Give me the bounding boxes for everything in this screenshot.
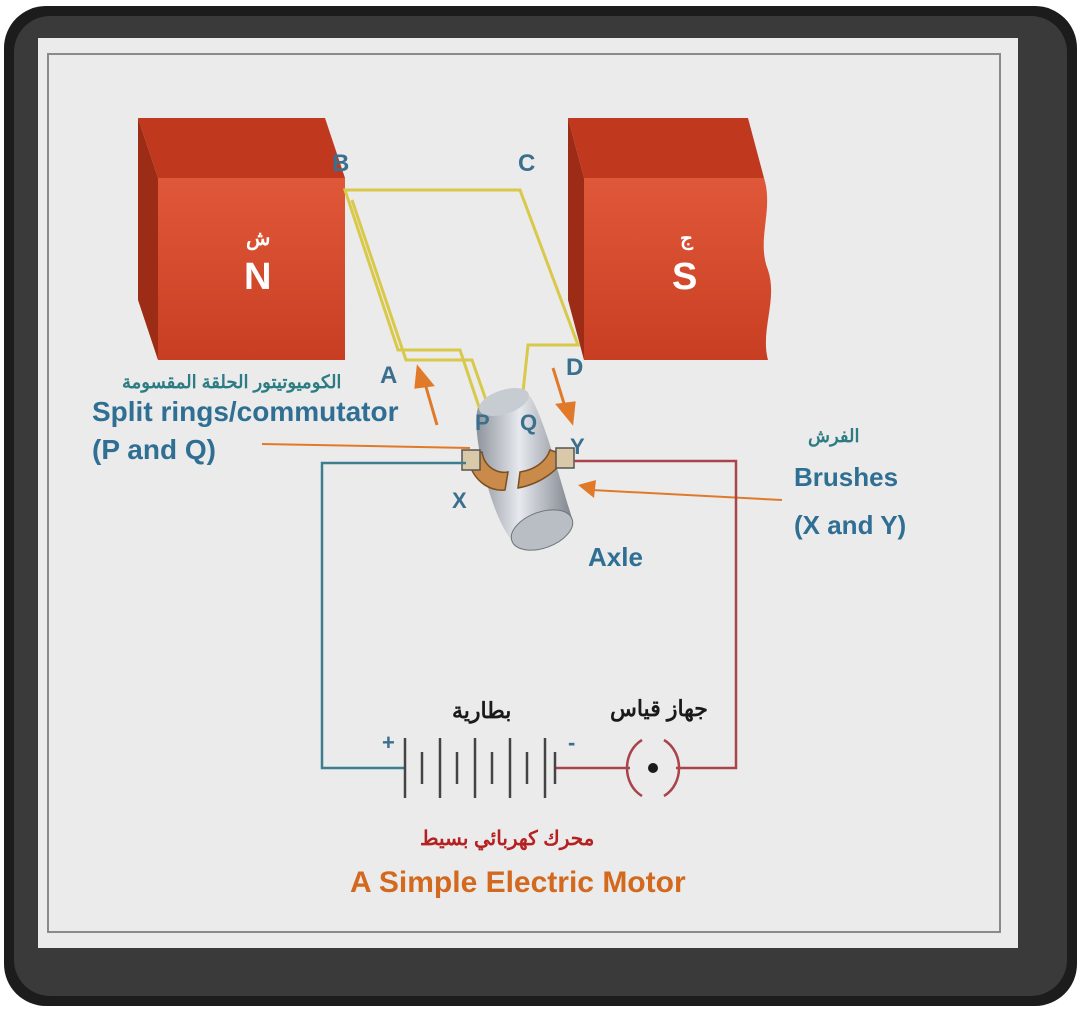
commutator-sub-label: (P and Q) xyxy=(92,434,216,465)
arrow-up-head xyxy=(414,364,435,389)
point-b-label: B xyxy=(332,150,350,177)
north-magnet-top xyxy=(138,118,345,178)
axle-top xyxy=(478,388,530,416)
point-c-label: C xyxy=(518,150,536,177)
axle-label: Axle xyxy=(588,542,643,572)
south-letter: S xyxy=(672,256,698,298)
force-arrows xyxy=(414,364,576,426)
brush-x-block xyxy=(461,449,481,471)
arrow-down-head xyxy=(555,401,576,426)
split-rings xyxy=(461,447,575,491)
south-magnet-top xyxy=(568,118,764,178)
brush-y-block xyxy=(555,447,575,469)
brushes-sub-label: (X and Y) xyxy=(794,510,907,540)
arrow-up-shaft xyxy=(422,379,439,426)
ring-right xyxy=(517,449,566,489)
commutator-label: Split rings/commutator xyxy=(92,396,399,427)
north-letter: N xyxy=(244,256,272,298)
brush-x-label: X xyxy=(452,488,467,513)
ring-q-label: Q xyxy=(520,410,538,435)
wire-right xyxy=(574,459,738,770)
north-magnet-front xyxy=(158,178,345,360)
brushes-label: Brushes xyxy=(794,462,899,492)
battery-arabic-label: بطارية xyxy=(452,698,512,723)
ring-p-label: P xyxy=(475,410,490,435)
brushes-arabic-label: الفرش xyxy=(808,426,860,446)
brushes-pointer-head xyxy=(578,480,596,498)
brushes-pointer xyxy=(578,480,783,501)
commutator-arabic-label: الكوميوتيتور الحلقة المقسومة xyxy=(122,372,342,392)
point-d-label: D xyxy=(566,354,584,381)
coil-wire xyxy=(342,188,581,441)
battery-cells xyxy=(403,738,557,798)
south-magnet-side xyxy=(568,118,584,360)
axle xyxy=(476,388,574,551)
south-arabic-label: ج xyxy=(680,228,693,250)
meter-arabic-label: جهاز قياس xyxy=(610,696,708,721)
commutator-pointer xyxy=(261,443,471,449)
north-magnet-side xyxy=(138,118,158,360)
north-arabic-label: ش xyxy=(246,228,271,250)
title-english: A Simple Electric Motor xyxy=(350,866,686,899)
brush-y-label: Y xyxy=(570,434,585,459)
wire-left xyxy=(320,461,466,770)
south-magnet xyxy=(568,118,772,360)
north-magnet xyxy=(138,118,345,360)
brushes-pointer-line xyxy=(591,489,783,501)
axle-body xyxy=(476,396,572,540)
meter xyxy=(625,738,681,798)
south-magnet-front xyxy=(584,178,772,360)
point-a-label: A xyxy=(380,362,398,389)
axle-end xyxy=(510,509,574,551)
battery-plus-label: + xyxy=(382,730,395,755)
battery-minus-label: - xyxy=(568,730,576,755)
title-arabic: محرك كهربائي بسيط xyxy=(420,828,595,850)
meter-dot xyxy=(648,763,658,773)
